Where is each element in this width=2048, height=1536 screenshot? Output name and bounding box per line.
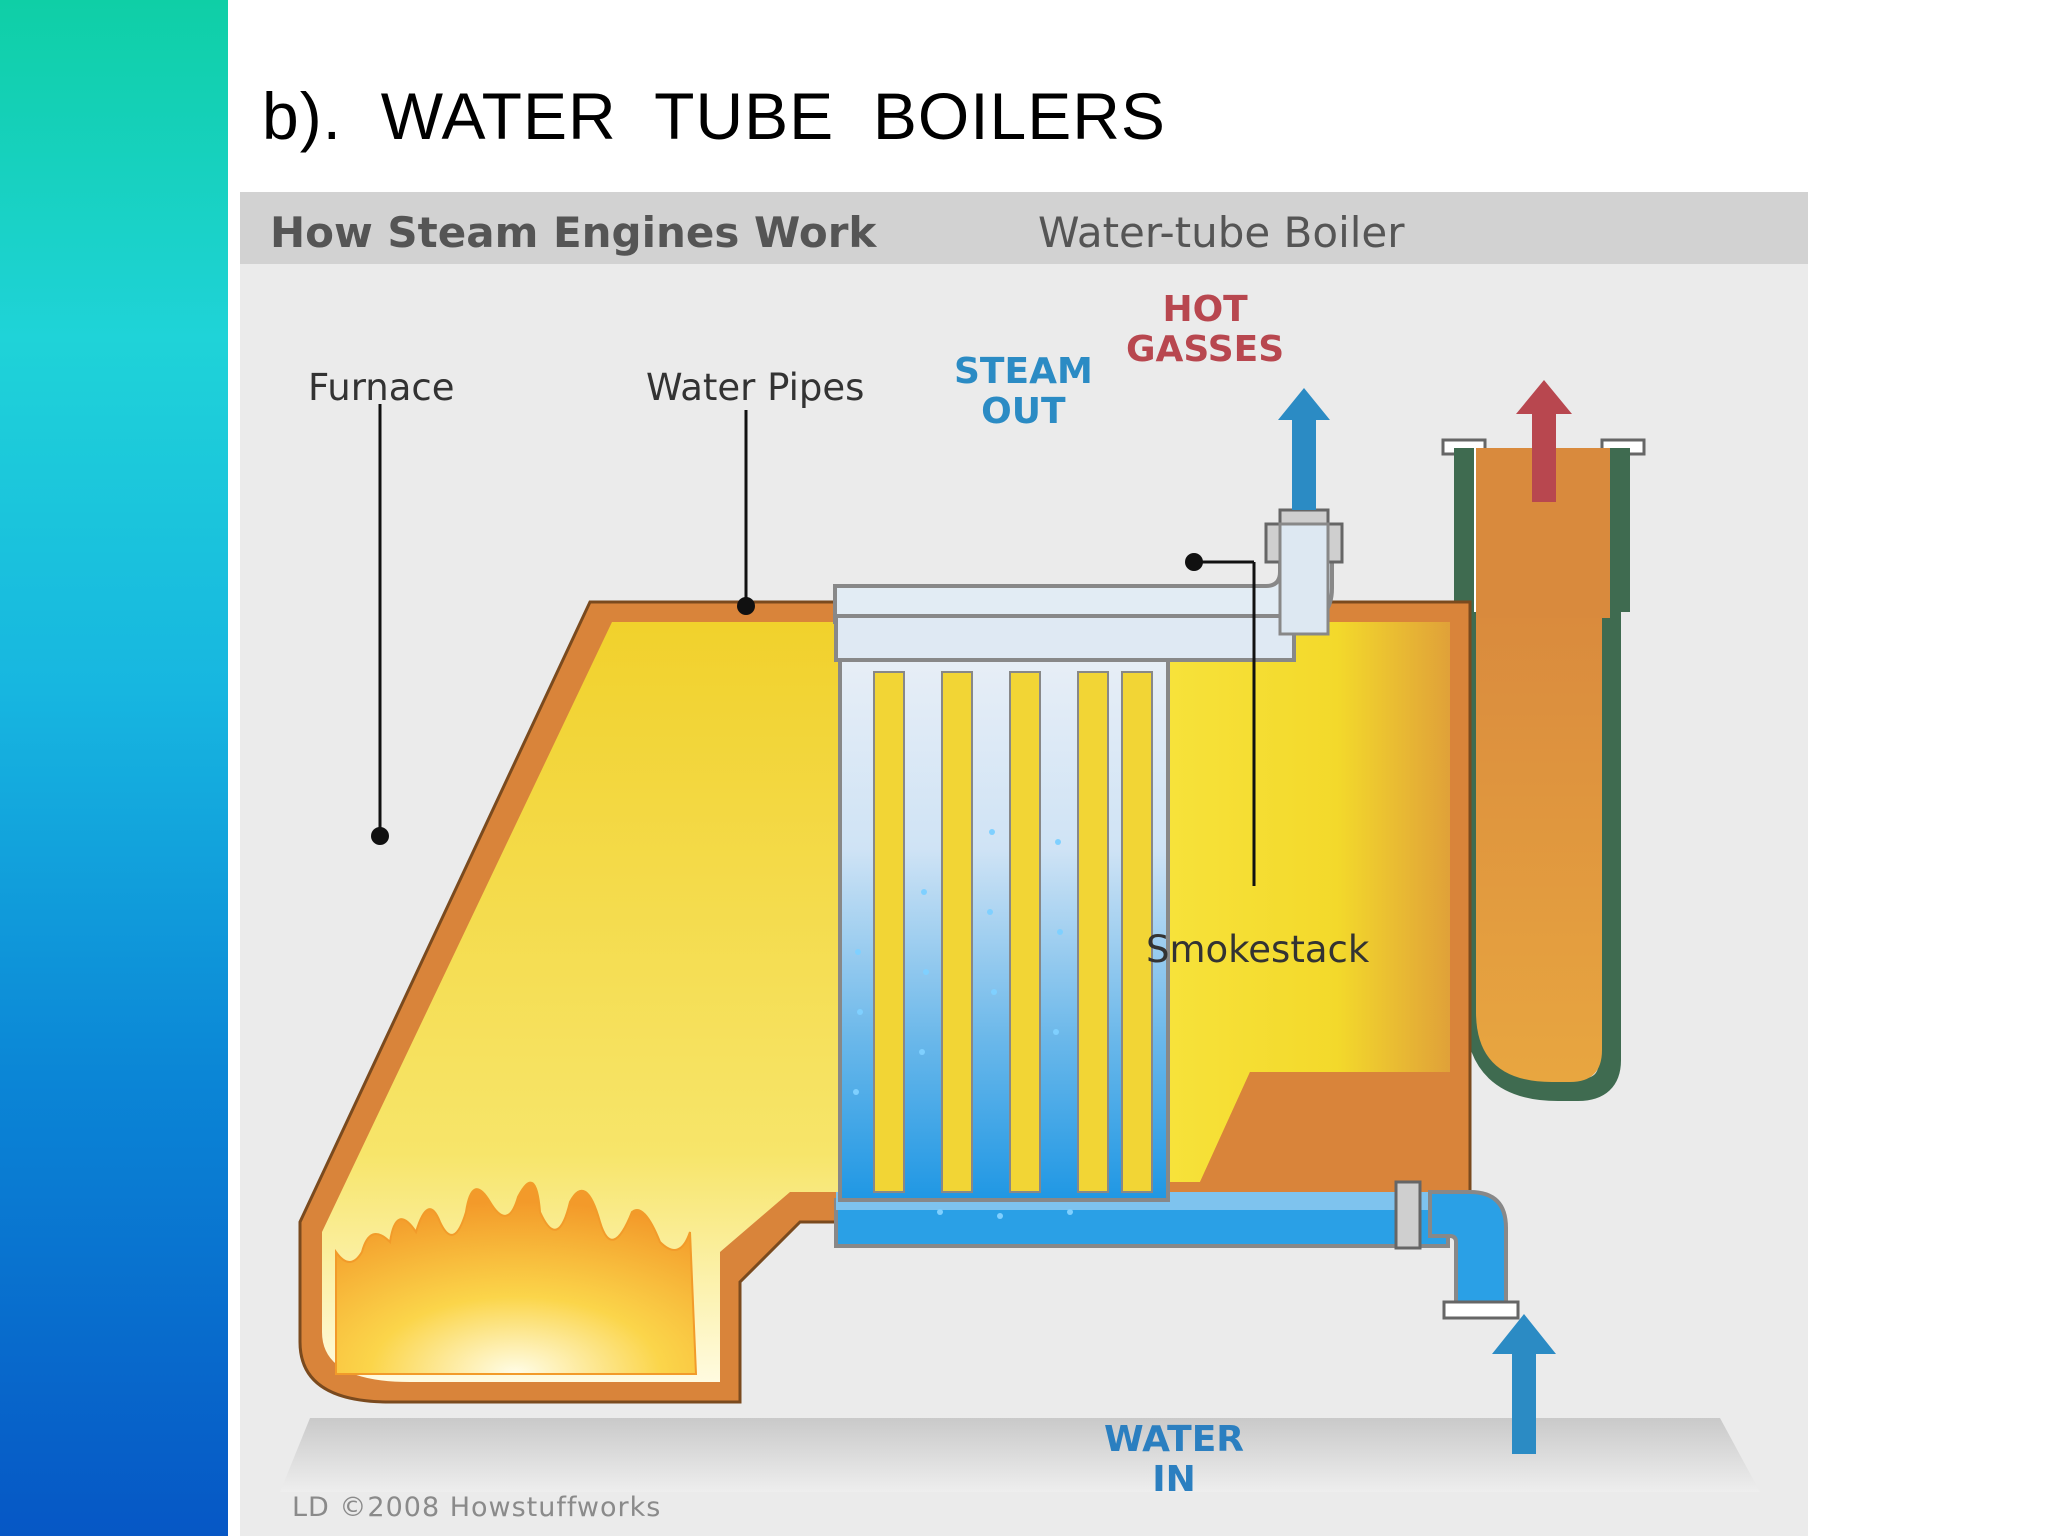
steam-outlet-pipe	[1278, 522, 1330, 636]
steam-header-body	[834, 614, 1296, 662]
tube-gap-4	[1077, 671, 1109, 1193]
figure-credit: LD ©2008 Howstuffworks	[292, 1492, 662, 1523]
slide-sidebar-gradient	[0, 0, 228, 1536]
tube-gap-1	[873, 671, 905, 1193]
smokestack-leader-dot	[1185, 553, 1203, 571]
figure-header-main: How Steam Engines Work	[270, 208, 877, 257]
label-steam-out-line2: OUT	[981, 391, 1066, 432]
label-furnace: Furnace	[308, 366, 455, 409]
floor-shadow	[280, 1418, 1760, 1492]
flue-gas-lower	[1200, 1072, 1450, 1202]
smokestack-channel	[1476, 602, 1602, 1082]
flue-gas-chamber	[1168, 622, 1450, 1182]
label-water-pipes: Water Pipes	[646, 366, 865, 409]
smokestack-wall	[1465, 602, 1621, 1101]
steam-header-drum	[833, 550, 1334, 624]
boiler-diagram	[280, 380, 1760, 1492]
steam-out-arrow	[1278, 388, 1330, 510]
tube-gap-3	[1009, 671, 1041, 1193]
label-steam-out-line1: STEAM	[954, 351, 1093, 392]
water-inlet-flange	[1442, 1300, 1520, 1320]
label-water-in: WATER IN	[1104, 1420, 1244, 1500]
boiler-figure: How Steam Engines Work Water-tube Boiler	[240, 192, 1808, 1536]
label-hot-gasses-line1: HOT	[1162, 289, 1248, 330]
water-inlet-coupling	[1394, 1180, 1422, 1250]
furnace-leader-dot	[371, 827, 389, 845]
furnace-flames	[335, 1181, 698, 1375]
label-water-in-line2: IN	[1152, 1459, 1196, 1500]
water-bubbles	[853, 829, 1073, 1219]
label-smokestack: Smokestack	[1146, 928, 1370, 971]
slide-title: b). WATER TUBE BOILERS	[262, 79, 1166, 153]
label-hot-gasses: HOT GASSES	[1126, 290, 1284, 370]
hot-gas-arrow	[1516, 380, 1572, 502]
water-in-arrow	[1492, 1314, 1556, 1454]
water-pipes-leader-dot	[737, 597, 755, 615]
figure-header-sub: Water-tube Boiler	[1038, 208, 1405, 257]
figure-header: How Steam Engines Work Water-tube Boiler	[240, 192, 1808, 264]
smokestack-upper-wall	[1454, 448, 1630, 612]
label-water-in-line1: WATER	[1104, 1419, 1245, 1460]
tube-gap-2	[941, 671, 973, 1193]
label-hot-gasses-line2: GASSES	[1126, 329, 1285, 370]
tube-gap-5	[1121, 671, 1153, 1193]
label-steam-out: STEAM OUT	[954, 352, 1093, 432]
furnace-chamber	[322, 622, 865, 1382]
water-inlet-elbow	[1428, 1190, 1508, 1312]
